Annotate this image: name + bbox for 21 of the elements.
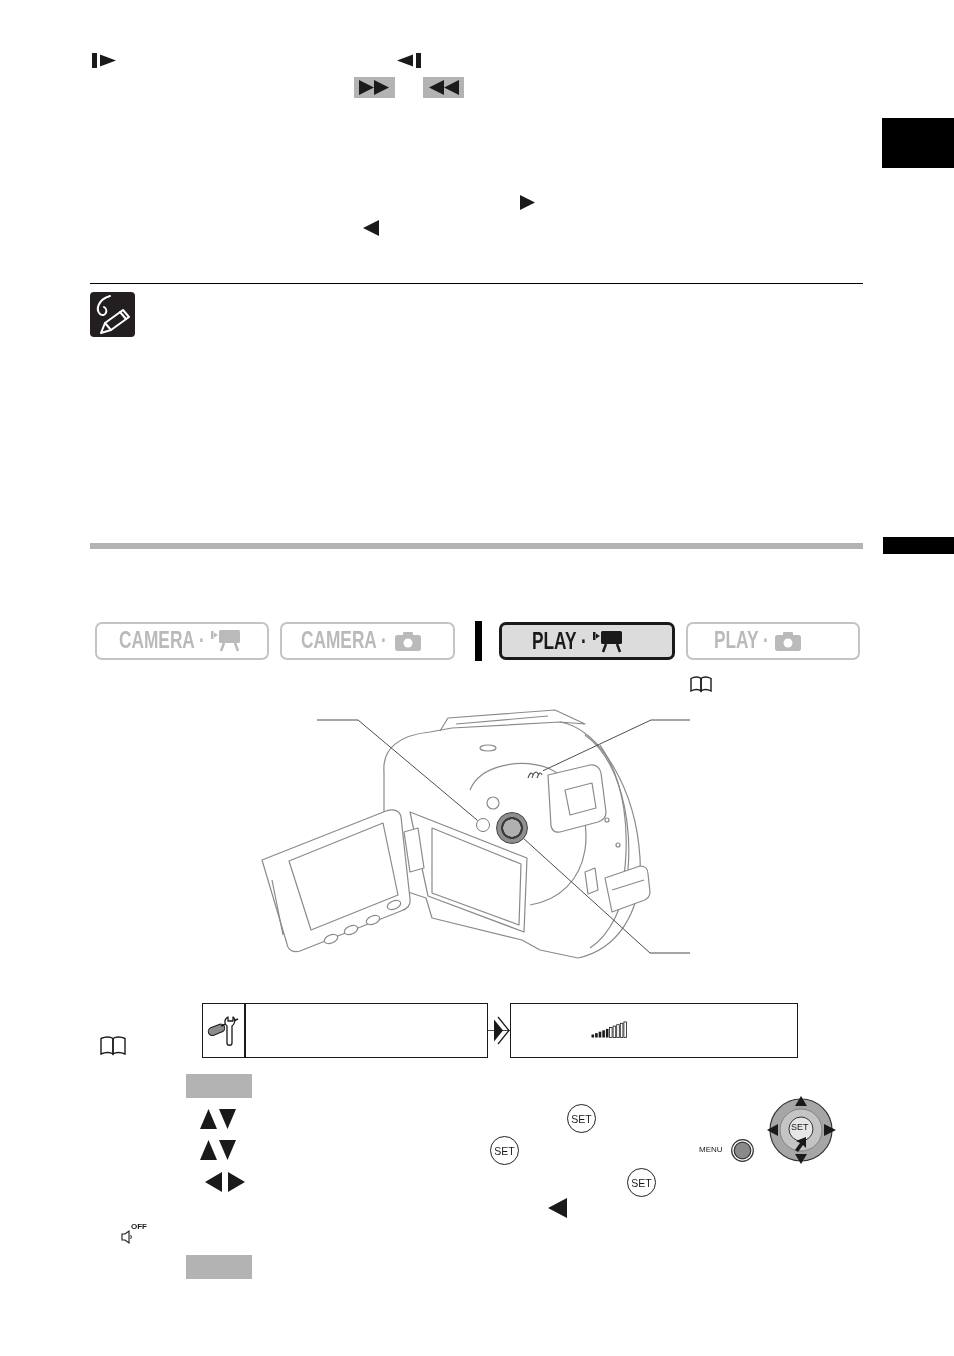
menu-box: [202, 1003, 488, 1058]
leader-line: [542, 719, 691, 772]
mode-label: PLAY ·: [714, 628, 769, 652]
speaker-grille: [527, 770, 543, 779]
menu-label: MENU: [699, 1145, 723, 1155]
mode-label: CAMERA ·: [119, 628, 205, 652]
leader-line: [316, 719, 479, 821]
set-button: SET: [627, 1168, 656, 1197]
mode-label: CAMERA ·: [301, 628, 387, 652]
set-button: SET: [567, 1104, 596, 1133]
set-label: SET: [791, 1122, 809, 1133]
menu-box: [510, 1003, 798, 1058]
mode-label: PLAY ·: [532, 629, 587, 653]
off-label: OFF: [131, 1222, 147, 1232]
set-button: SET: [490, 1136, 519, 1165]
mode-tab: [95, 622, 269, 660]
mode-tab: [686, 622, 860, 660]
mode-tab: [280, 622, 455, 660]
mode-tab: [499, 622, 675, 660]
leader-line: [523, 838, 691, 954]
arrow: [487, 1016, 511, 1045]
